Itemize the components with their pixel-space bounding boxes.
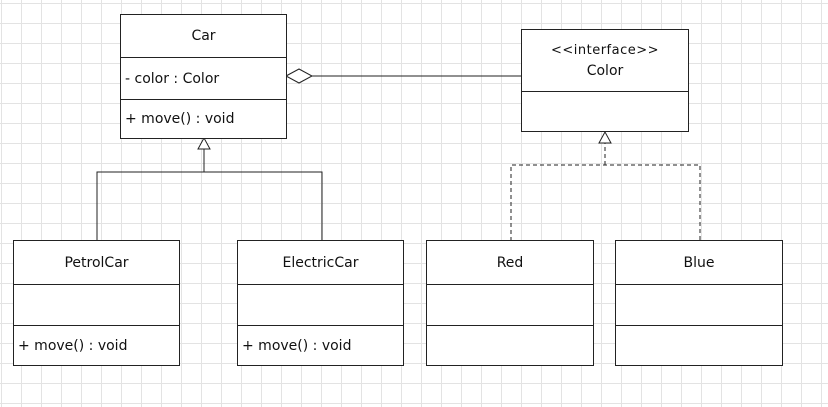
class-car[interactable]: Car - color : Color + move() : void <box>120 14 287 139</box>
class-name: PetrolCar <box>64 254 129 271</box>
class-electriccar-operations: + move() : void <box>238 325 403 365</box>
interface-color-name-section: <<interface>> Color <box>522 30 688 91</box>
class-blue[interactable]: Blue <box>615 240 783 366</box>
class-red-name-section: Red <box>427 241 593 284</box>
class-name: Car <box>191 28 216 44</box>
attribute-color: - color : Color <box>125 70 220 87</box>
class-name: Color <box>586 62 624 79</box>
class-blue-attributes <box>616 284 782 325</box>
class-red-attributes <box>427 284 593 325</box>
realization-arrowhead <box>598 130 612 144</box>
class-car-attributes: - color : Color <box>121 57 286 99</box>
class-petrolcar-attributes <box>14 284 179 325</box>
interface-color-body <box>522 91 688 131</box>
operation-move: + move() : void <box>125 111 235 127</box>
class-red-operations <box>427 325 593 365</box>
operation-move: + move() : void <box>18 337 128 354</box>
realization-red-blue-color[interactable] <box>510 130 701 241</box>
class-electriccar-name-section: ElectricCar <box>238 241 403 284</box>
class-red[interactable]: Red <box>426 240 594 366</box>
class-car-name-section: Car <box>121 15 286 57</box>
aggregation-diamond <box>284 68 314 84</box>
stereotype-label: <<interface>> <box>550 42 660 58</box>
class-petrolcar[interactable]: PetrolCar + move() : void <box>13 240 180 366</box>
generalization-arrowhead <box>197 136 211 150</box>
class-blue-operations <box>616 325 782 365</box>
class-petrolcar-operations: + move() : void <box>14 325 179 365</box>
class-electriccar[interactable]: ElectricCar + move() : void <box>237 240 404 366</box>
class-name: ElectricCar <box>282 254 359 271</box>
class-electriccar-attributes <box>238 284 403 325</box>
generalization-petrolcar-electriccar-car[interactable] <box>96 136 323 241</box>
class-name: Red <box>496 254 524 271</box>
operation-move: + move() : void <box>242 337 352 354</box>
interface-color[interactable]: <<interface>> Color <box>521 29 689 132</box>
class-blue-name-section: Blue <box>616 241 782 284</box>
aggregation-car-color[interactable] <box>284 68 522 84</box>
class-petrolcar-name-section: PetrolCar <box>14 241 179 284</box>
class-car-operations: + move() : void <box>121 99 286 138</box>
class-name: Blue <box>683 254 715 271</box>
